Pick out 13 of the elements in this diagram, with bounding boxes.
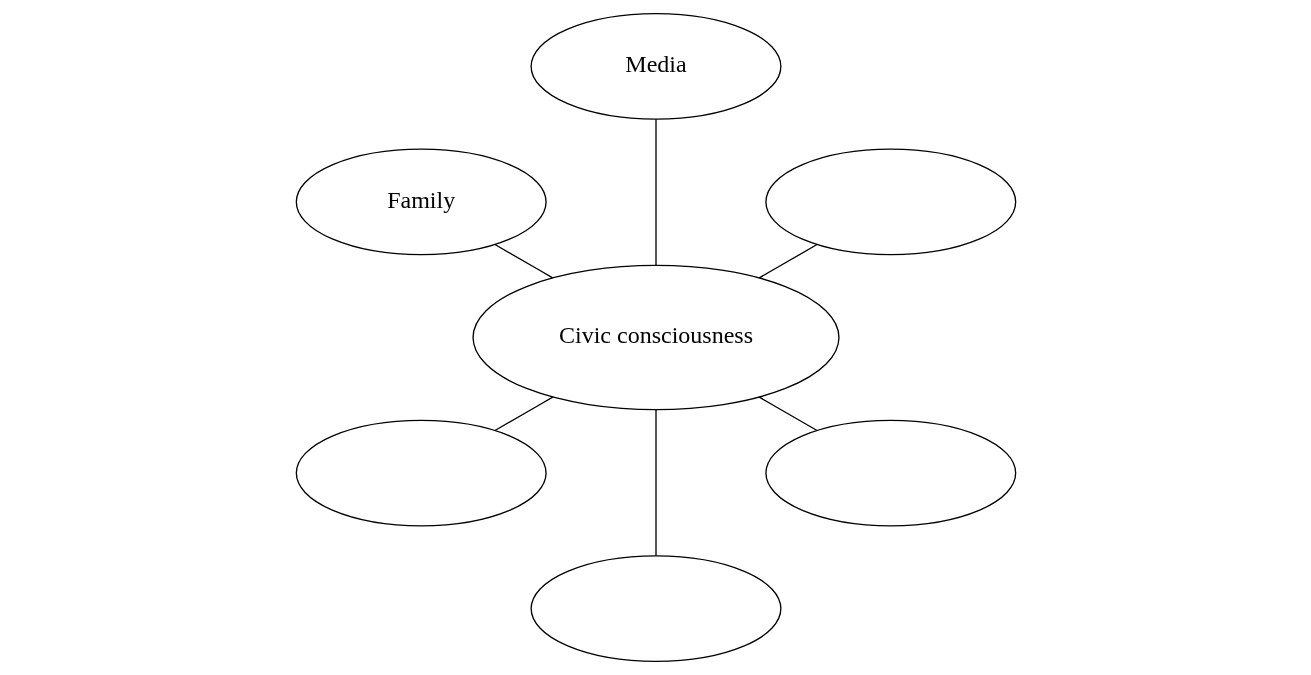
node-ellipse: [764, 419, 1016, 527]
connector: [493, 396, 553, 432]
node-ellipse: Civic consciousness: [471, 264, 840, 411]
connector: [758, 396, 818, 432]
node-ellipse: [764, 148, 1016, 256]
node-ellipse: [529, 555, 782, 663]
node-ellipse: Media: [529, 12, 782, 120]
connector: [654, 409, 657, 557]
connector: [758, 243, 818, 279]
node-ellipse: Family: [295, 148, 547, 256]
connector: [493, 243, 553, 279]
connector: [654, 118, 657, 266]
node-ellipse: [295, 419, 547, 527]
